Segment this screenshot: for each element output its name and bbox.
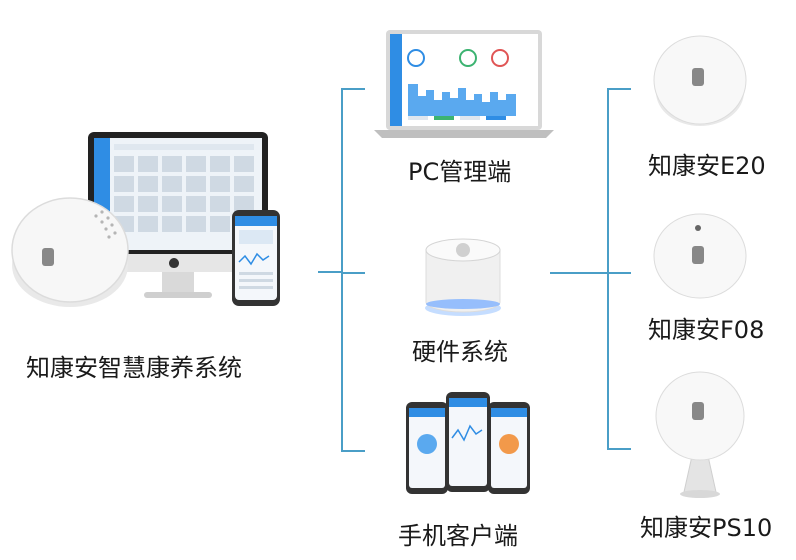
- connector-right-vertical: [607, 88, 609, 450]
- branch-label-hardware: 硬件系统: [412, 338, 508, 366]
- branch-label-mobile: 手机客户端: [398, 522, 518, 550]
- connector-left-vertical: [341, 88, 343, 452]
- system-title: 知康安智慧康养系统: [26, 354, 242, 382]
- sensor-device-image: [11, 197, 129, 307]
- device-ps10-image: [655, 371, 745, 498]
- connector-branch-mobile: [341, 450, 365, 452]
- device-label-ps10: 知康安PS10: [640, 514, 773, 542]
- connector-device-ps10: [607, 448, 631, 450]
- device-label-e20: 知康安E20: [648, 152, 766, 180]
- device-e20-image: [653, 35, 747, 126]
- phone-image: [232, 210, 280, 306]
- phone-right: [488, 402, 530, 494]
- phone-left: [406, 402, 448, 494]
- connector-device-e20: [607, 88, 631, 90]
- device-f08-image: [653, 213, 747, 299]
- laptop-image: [374, 30, 554, 138]
- connector-hardware-to-devices: [550, 272, 608, 274]
- device-label-f08: 知康安F08: [648, 316, 765, 344]
- system-illustration: [11, 132, 280, 307]
- hub-device-image: [425, 238, 501, 316]
- connector-branch-hardware: [341, 272, 365, 274]
- phone-middle: [446, 392, 490, 492]
- connector-branch-pc: [341, 88, 365, 90]
- mobile-phones-image: [406, 392, 530, 494]
- branch-label-pc: PC管理端: [408, 158, 512, 186]
- connector-device-f08: [607, 272, 631, 274]
- connector-main-horizontal: [318, 271, 342, 273]
